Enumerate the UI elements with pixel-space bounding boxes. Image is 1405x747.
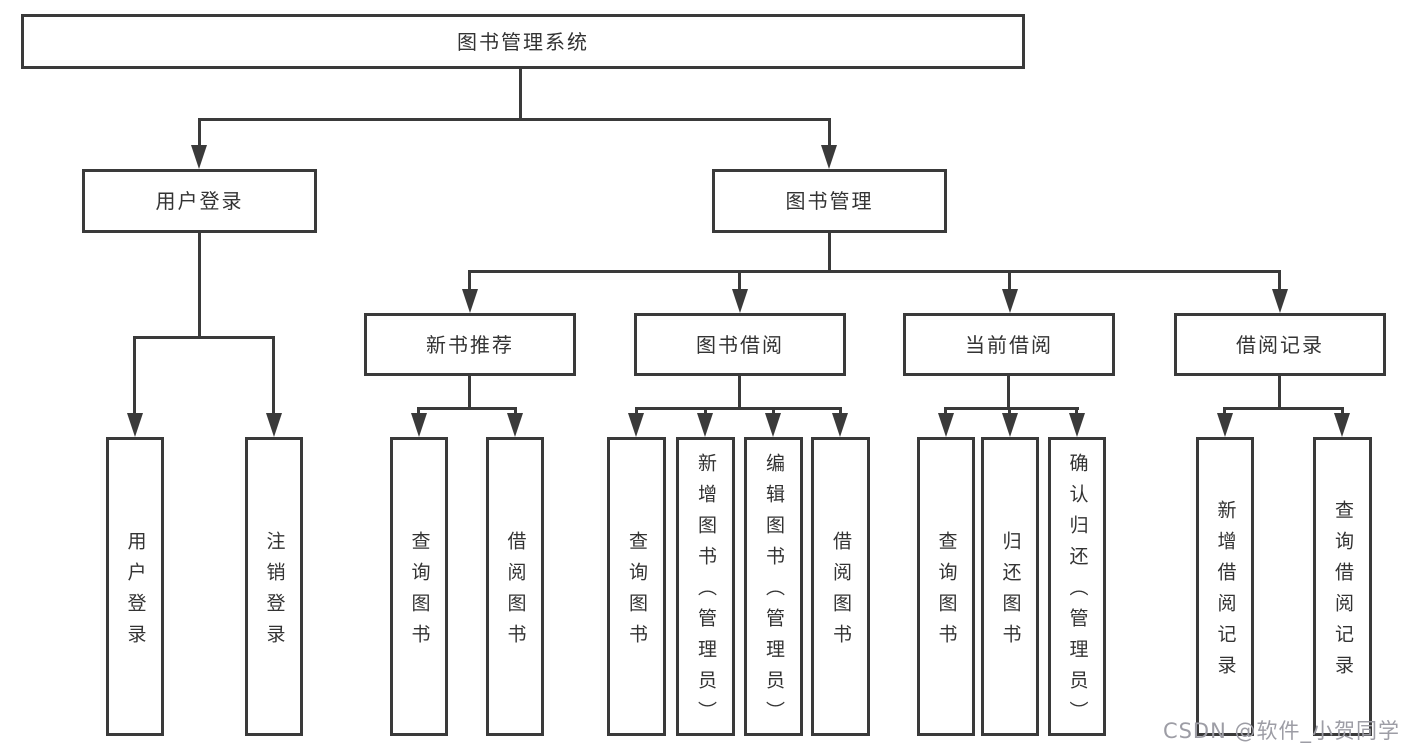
connector-line bbox=[519, 69, 522, 121]
connector-line bbox=[839, 407, 842, 416]
node-new-book-recommendation-label: 新书推荐 bbox=[426, 332, 514, 357]
leaf-edit-books-admin: 编辑图书（管理员） bbox=[744, 437, 803, 736]
node-borrowing-records-label: 借阅记录 bbox=[1236, 332, 1324, 357]
arrow-down-icon bbox=[697, 413, 713, 437]
leaf-edit-books-admin-label: 编辑图书（管理员） bbox=[763, 453, 785, 732]
connector-line bbox=[198, 118, 831, 121]
leaf-return-books: 归还图书 bbox=[981, 437, 1039, 736]
watermark: CSDN @软件_小贺同学 bbox=[1162, 719, 1400, 743]
connector-line bbox=[738, 270, 741, 292]
arrow-down-icon bbox=[1334, 413, 1350, 437]
arrow-down-icon bbox=[127, 413, 143, 437]
leaf-query-books-borrowing-label: 查询图书 bbox=[626, 530, 648, 655]
leaf-query-borrow-record: 查询借阅记录 bbox=[1313, 437, 1372, 736]
leaf-query-books-current-label: 查询图书 bbox=[935, 530, 958, 655]
arrow-down-icon bbox=[266, 413, 282, 437]
arrow-down-icon bbox=[821, 145, 837, 169]
connector-line bbox=[133, 336, 275, 339]
node-root: 图书管理系统 bbox=[21, 14, 1025, 69]
arrow-down-icon bbox=[1002, 289, 1018, 313]
connector-line bbox=[772, 407, 775, 416]
connector-line bbox=[944, 407, 947, 416]
connector-line bbox=[828, 231, 831, 273]
connector-line bbox=[1008, 270, 1011, 292]
arrow-down-icon bbox=[1217, 413, 1233, 437]
arrow-down-icon bbox=[832, 413, 848, 437]
leaf-query-borrow-record-label: 查询借阅记录 bbox=[1332, 499, 1354, 686]
arrow-down-icon bbox=[765, 413, 781, 437]
leaf-user-login: 用户登录 bbox=[106, 437, 164, 736]
arrow-down-icon bbox=[1069, 413, 1085, 437]
connector-line bbox=[468, 270, 471, 292]
leaf-borrow-books-label: 借阅图书 bbox=[830, 530, 852, 655]
leaf-query-books-recommend: 查询图书 bbox=[390, 437, 448, 736]
connector-line bbox=[1223, 407, 1344, 410]
connector-line bbox=[468, 374, 471, 410]
arrow-down-icon bbox=[1272, 289, 1288, 313]
arrow-down-icon bbox=[732, 289, 748, 313]
connector-line bbox=[417, 407, 517, 410]
connector-line bbox=[198, 231, 201, 339]
connector-line bbox=[944, 407, 1079, 410]
connector-line bbox=[1075, 407, 1078, 416]
node-book-management: 图书管理 bbox=[712, 169, 947, 233]
leaf-borrow-books-recommend-label: 借阅图书 bbox=[504, 530, 527, 655]
node-borrowing-records: 借阅记录 bbox=[1174, 313, 1386, 376]
leaf-borrow-books-recommend: 借阅图书 bbox=[486, 437, 544, 736]
connector-line bbox=[1007, 374, 1010, 410]
leaf-user-login-label: 用户登录 bbox=[124, 530, 147, 655]
leaf-query-books-recommend-label: 查询图书 bbox=[408, 530, 431, 655]
leaf-confirm-return-admin-label: 确认归还（管理员） bbox=[1066, 453, 1089, 732]
connector-line bbox=[635, 407, 638, 416]
leaf-confirm-return-admin: 确认归还（管理员） bbox=[1048, 437, 1106, 736]
connector-line bbox=[468, 270, 1281, 273]
node-new-book-recommendation: 新书推荐 bbox=[364, 313, 576, 376]
connector-line bbox=[272, 336, 275, 416]
connector-line bbox=[1278, 374, 1281, 410]
leaf-return-books-label: 归还图书 bbox=[999, 530, 1022, 655]
leaf-borrow-books: 借阅图书 bbox=[811, 437, 870, 736]
connector-line bbox=[198, 118, 201, 148]
node-book-borrowing: 图书借阅 bbox=[634, 313, 846, 376]
leaf-add-books-admin: 新增图书（管理员） bbox=[676, 437, 735, 736]
leaf-query-books-borrowing: 查询图书 bbox=[607, 437, 666, 736]
arrow-down-icon bbox=[1002, 413, 1018, 437]
leaf-query-books-current: 查询图书 bbox=[917, 437, 975, 736]
connector-line bbox=[828, 118, 831, 148]
connector-line bbox=[1278, 270, 1281, 292]
connector-line bbox=[514, 407, 517, 416]
node-user-login: 用户登录 bbox=[82, 169, 317, 233]
connector-line bbox=[1223, 407, 1226, 416]
arrow-down-icon bbox=[462, 289, 478, 313]
node-root-label: 图书管理系统 bbox=[457, 29, 589, 54]
node-user-login-label: 用户登录 bbox=[155, 189, 244, 213]
leaf-add-books-admin-label: 新增图书（管理员） bbox=[695, 453, 717, 732]
arrow-down-icon bbox=[938, 413, 954, 437]
node-book-borrowing-label: 图书借阅 bbox=[696, 332, 784, 357]
connector-line bbox=[133, 336, 136, 416]
leaf-add-borrow-record: 新增借阅记录 bbox=[1196, 437, 1254, 736]
arrow-down-icon bbox=[628, 413, 644, 437]
node-book-management-label: 图书管理 bbox=[785, 189, 874, 213]
node-current-borrowing-label: 当前借阅 bbox=[965, 332, 1053, 357]
arrow-down-icon bbox=[507, 413, 523, 437]
leaf-logout: 注销登录 bbox=[245, 437, 303, 736]
connector-line bbox=[738, 374, 741, 410]
arrow-down-icon bbox=[411, 413, 427, 437]
connector-line bbox=[417, 407, 420, 416]
connector-line bbox=[1008, 407, 1011, 416]
leaf-logout-label: 注销登录 bbox=[263, 530, 286, 655]
connector-line bbox=[704, 407, 707, 416]
node-current-borrowing: 当前借阅 bbox=[903, 313, 1115, 376]
leaf-add-borrow-record-label: 新增借阅记录 bbox=[1214, 499, 1237, 686]
connector-line bbox=[635, 407, 842, 410]
connector-line bbox=[1341, 407, 1344, 416]
arrow-down-icon bbox=[191, 145, 207, 169]
